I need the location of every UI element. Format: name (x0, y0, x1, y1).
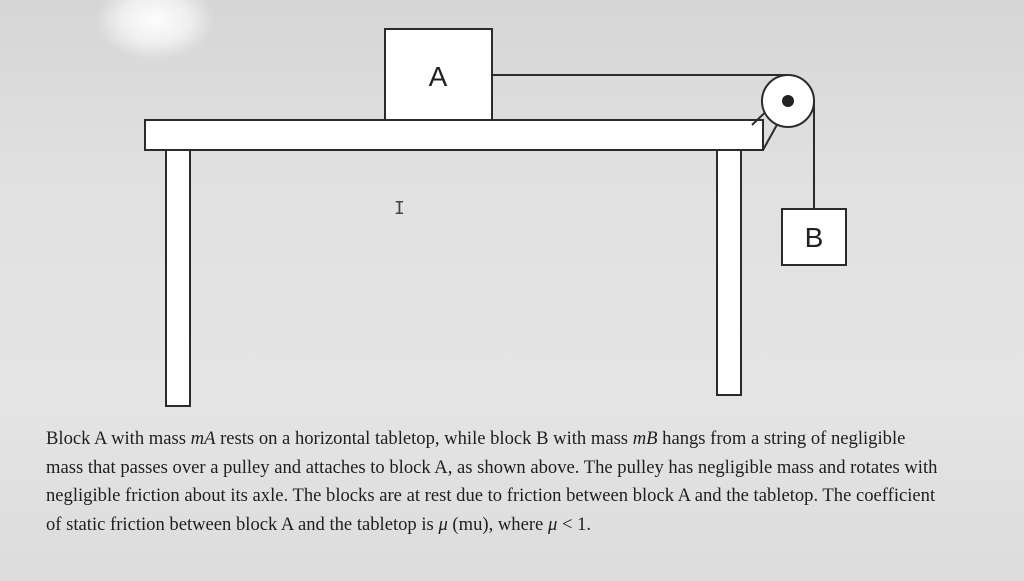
problem-text-4: (mu), where (447, 513, 548, 535)
mu-symbol: μ (438, 513, 448, 535)
mu-symbol-2: μ (547, 513, 558, 535)
block-a (384, 28, 493, 121)
block-b-label: B (805, 222, 824, 253)
mass-a-symbol: mA (190, 428, 216, 449)
problem-text-3: hangs from a string of negligible mass t… (46, 428, 938, 535)
tabletop (144, 119, 764, 151)
problem-text-2: rests on a horizontal tabletop, while bl… (215, 428, 633, 449)
table-right-leg (716, 149, 742, 396)
block-a-label: A (429, 61, 448, 92)
problem-text-1: Block A with mass (46, 428, 191, 449)
block-b (781, 208, 847, 266)
table-left-leg (165, 149, 191, 407)
physics-diagram: A B (144, 28, 847, 407)
pulley-axle (782, 95, 794, 107)
problem-statement: Block A with mass mA rests on a horizont… (46, 425, 946, 539)
mass-b-symbol: mB (632, 428, 658, 449)
text-cursor-icon: I (394, 198, 405, 219)
problem-text-5: < 1. (557, 513, 592, 535)
